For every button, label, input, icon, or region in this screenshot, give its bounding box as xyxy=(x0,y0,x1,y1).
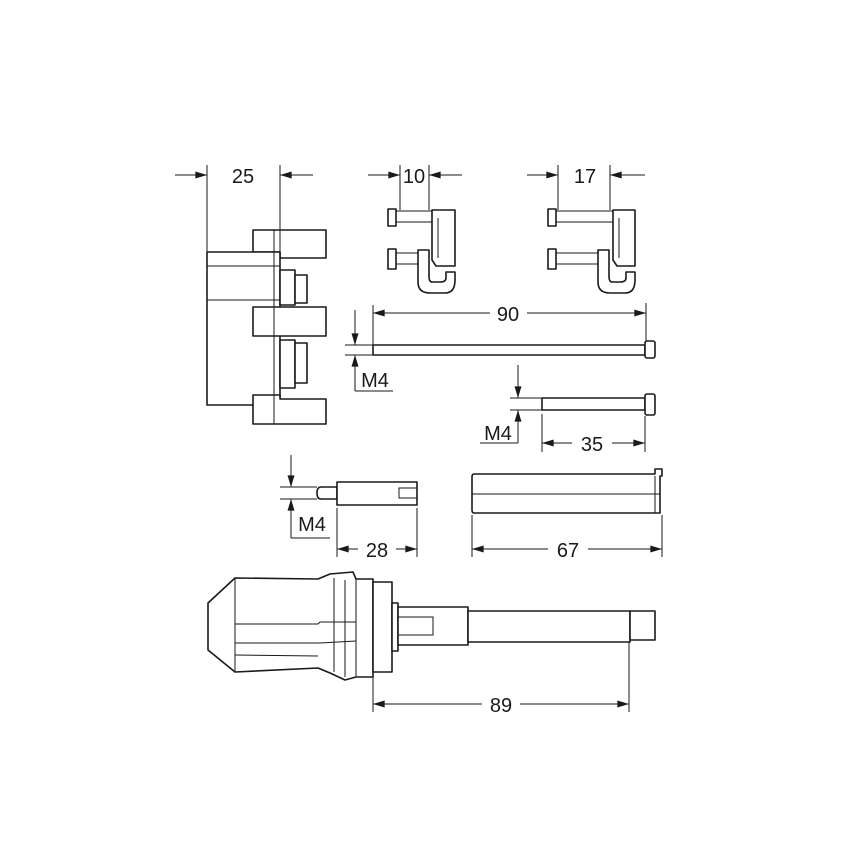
dimension-35: 35 xyxy=(541,414,646,456)
thread-label: M4 xyxy=(361,370,389,392)
dimension-67: 67 xyxy=(471,515,663,562)
mounting-block xyxy=(206,229,327,425)
long-bolt xyxy=(372,340,656,359)
hook-bracket-large xyxy=(547,208,636,294)
dimension-90: 90 xyxy=(372,303,647,345)
dimension-label: 89 xyxy=(490,695,512,717)
thread-label: M4 xyxy=(298,514,326,536)
dimension-label: 10 xyxy=(403,166,425,188)
dimension-10: 10 xyxy=(368,165,462,210)
dimension-label: 90 xyxy=(497,304,519,326)
dimension-17: 17 xyxy=(527,165,645,210)
thread-callout-long-bolt: M4 xyxy=(345,310,393,392)
sleeve xyxy=(471,468,663,514)
thread-callout-short-bolt: M4 xyxy=(480,365,542,445)
dimension-label: 35 xyxy=(581,434,603,456)
dimension-label: 67 xyxy=(557,540,579,562)
dimension-label: 28 xyxy=(366,540,388,562)
dimension-89: 89 xyxy=(372,642,630,717)
thread-callout-pin: M4 xyxy=(280,455,330,539)
short-bolt xyxy=(541,393,656,416)
threaded-pin xyxy=(316,481,418,506)
dimension-label: 17 xyxy=(574,166,596,188)
dimension-25: 25 xyxy=(175,165,313,252)
valve-cartridge xyxy=(207,571,656,681)
dimension-28: 28 xyxy=(336,508,418,562)
dimension-label: 25 xyxy=(232,166,254,188)
thread-label: M4 xyxy=(484,423,512,445)
hook-bracket-small xyxy=(387,208,456,294)
